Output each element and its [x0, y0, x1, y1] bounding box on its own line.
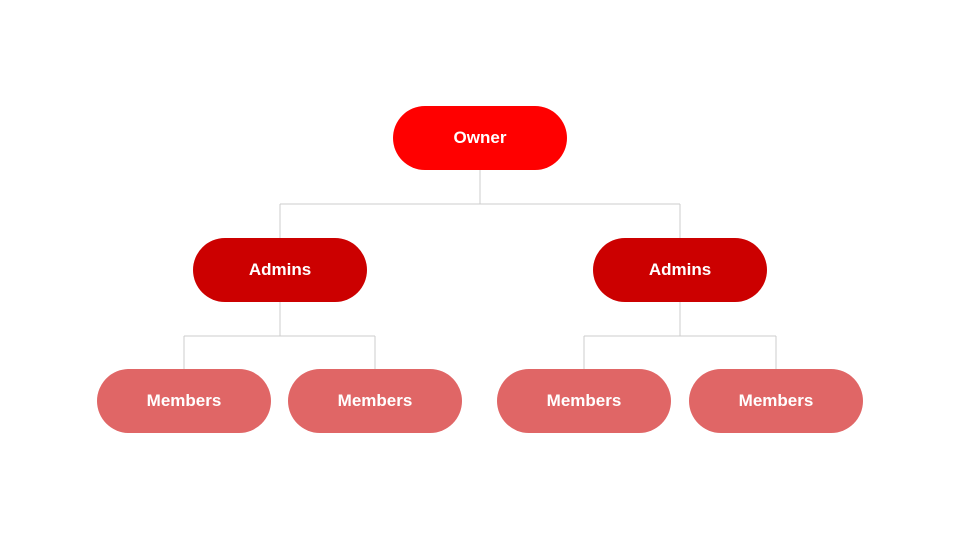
node-member-3-label: Members	[546, 391, 622, 410]
node-admin-2-label: Admins	[648, 260, 712, 279]
node-admin-1: Admins	[193, 238, 367, 302]
node-admin-1-label: Admins	[248, 260, 312, 279]
node-member-4: Members	[689, 369, 863, 433]
node-member-4-label: Members	[738, 391, 814, 410]
node-owner-label: Owner	[453, 128, 507, 147]
node-member-2-label: Members	[337, 391, 413, 410]
node-admin-2: Admins	[593, 238, 767, 302]
node-member-3: Members	[497, 369, 671, 433]
node-member-1-label: Members	[146, 391, 222, 410]
node-member-1: Members	[97, 369, 271, 433]
node-owner: Owner	[393, 106, 567, 170]
node-member-2: Members	[288, 369, 462, 433]
